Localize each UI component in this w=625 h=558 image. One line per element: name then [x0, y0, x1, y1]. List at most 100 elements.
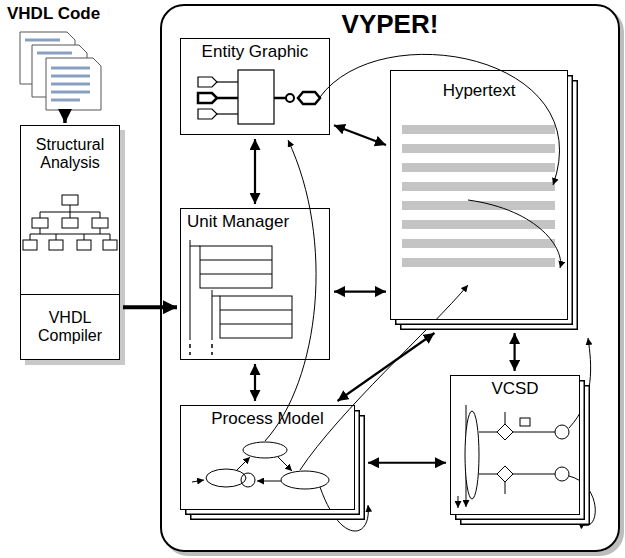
entity-symbol — [217, 113, 238, 114]
entity-symbol — [286, 94, 294, 102]
unit-tables — [200, 246, 272, 288]
structure-tree — [49, 240, 63, 250]
state-machine — [257, 481, 281, 482]
document-lines — [51, 83, 90, 86]
vcsd-symbols — [497, 424, 513, 440]
structure-tree — [70, 205, 71, 212]
state-machine — [278, 457, 292, 471]
text-bars — [402, 182, 555, 191]
structure-tree — [56, 234, 57, 240]
structure-tree — [62, 218, 78, 228]
vcsd-symbols — [505, 412, 506, 424]
view-window: VCSD — [450, 375, 580, 515]
structure-tree — [84, 234, 85, 240]
vcsd-symbols — [513, 432, 555, 433]
vcsd-symbols — [465, 411, 479, 499]
hyperlink-curve — [265, 140, 316, 441]
unit-tables — [220, 296, 292, 338]
node-label: VHDL Compiler — [25, 309, 115, 346]
vcsd-symbols — [555, 467, 569, 481]
text-bars — [402, 201, 555, 210]
entity-symbol — [198, 109, 217, 119]
document-lines — [25, 39, 60, 42]
document-lines — [25, 40, 90, 100]
system-frame: VYPER!Entity Graphic HypertextUnit Manage… — [160, 4, 620, 552]
text-bars — [402, 125, 555, 267]
entity-symbol — [198, 93, 217, 103]
data-flow-arrow — [368, 462, 446, 464]
structure-tree — [30, 234, 31, 240]
text-bars — [402, 163, 555, 172]
document-lines — [51, 91, 90, 94]
data-flow-arrow — [334, 291, 386, 293]
document-lines — [37, 52, 72, 55]
structure-tree — [100, 212, 101, 218]
tool-box: Structural Analysis — [20, 125, 120, 295]
state-machine — [192, 480, 204, 482]
vcsd-symbols — [479, 432, 498, 433]
unit-tables — [190, 240, 292, 340]
document-stack — [20, 32, 101, 110]
tool-box: VHDL Compiler — [20, 294, 120, 360]
vcsd-symbols — [458, 405, 569, 508]
node-label: VCSD — [455, 379, 575, 399]
entity-symbol — [238, 70, 274, 124]
structure-tree — [23, 195, 117, 250]
data-flow-arrow — [334, 125, 386, 145]
document-lines — [51, 75, 90, 78]
unit-tables — [220, 310, 292, 311]
data-flow-arrow — [513, 333, 515, 371]
unit-tables — [190, 246, 200, 247]
text-bars — [402, 258, 555, 267]
vcsd-symbols — [497, 466, 513, 482]
structure-tree — [23, 240, 37, 250]
tree-dashes — [211, 352, 213, 355]
structure-tree — [62, 195, 78, 205]
structure-tree — [30, 234, 110, 235]
structure-tree — [32, 218, 48, 228]
structure-tree — [40, 228, 41, 234]
text-bars — [402, 144, 555, 153]
hyperlink-curve — [265, 54, 595, 531]
data-flow-arrow — [123, 305, 177, 309]
document-lines — [51, 67, 90, 70]
node-label: VYPER! — [162, 10, 618, 40]
state-machine — [192, 442, 329, 489]
structure-tree — [100, 228, 101, 234]
entity-symbol — [217, 97, 238, 100]
unit-tables — [212, 296, 220, 297]
entity-symbol — [198, 77, 217, 87]
vcsd-symbols — [513, 474, 555, 475]
data-flow-arrow — [338, 333, 435, 401]
state-machine — [243, 442, 287, 458]
vcsd-symbols — [479, 474, 498, 475]
view-window: Entity Graphic — [180, 38, 330, 135]
data-flow-arrow — [254, 364, 256, 401]
view-window: Unit Manager — [180, 208, 330, 360]
unit-tables — [220, 324, 292, 325]
data-flow-arrow — [254, 139, 256, 204]
structure-tree — [92, 218, 108, 228]
unit-tables — [212, 290, 213, 340]
code-source: VHDL Code — [5, 4, 110, 108]
document-lines — [51, 99, 80, 102]
vcsd-symbols — [555, 425, 569, 439]
node-label: Hypertext — [395, 81, 563, 101]
data-flow-arrow — [63, 110, 67, 123]
node-label: VHDL Code — [7, 4, 110, 24]
node-label: Unit Manager — [187, 212, 325, 232]
view-window: Hypertext — [390, 70, 568, 320]
state-machine — [237, 457, 250, 470]
structure-tree — [77, 240, 91, 250]
entity-symbol — [198, 70, 320, 124]
node-label: Process Model — [185, 409, 350, 429]
state-machine — [241, 473, 255, 487]
state-machine — [206, 469, 246, 487]
unit-tables — [190, 240, 191, 340]
vcsd-symbols — [520, 418, 530, 426]
entity-symbol — [274, 97, 286, 100]
hyperlink-curve — [468, 200, 561, 268]
